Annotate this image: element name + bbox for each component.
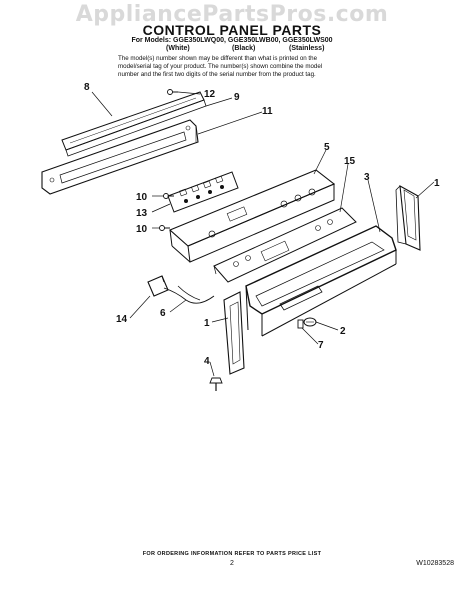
part-knob-clip: [297, 319, 304, 329]
variant-black: (Black): [232, 45, 256, 52]
leader-lines: [91, 91, 435, 377]
callout-10-upper: 10: [136, 192, 148, 203]
callout-3: 3: [364, 172, 370, 183]
callout-1-right: 1: [434, 178, 440, 189]
callout-10-lower: 10: [136, 224, 148, 235]
callout-8: 8: [84, 82, 90, 93]
notice-line: The model(s) number shown may be differe…: [118, 55, 318, 62]
models-line: For Models: GGE350LWQ00, GGE350LWB00, GG…: [131, 37, 333, 44]
notice-line: model/serial tag of your product. The nu…: [118, 63, 323, 70]
part-overlay: [213, 207, 357, 283]
page-title: CONTROL PANEL PARTS: [142, 22, 322, 38]
part-screw-lower: [159, 225, 170, 231]
part-wire-harness: [163, 285, 215, 304]
part-side-trim-left: [223, 291, 245, 375]
document-number: W10283528: [416, 560, 454, 567]
callout-5: 5: [324, 142, 330, 153]
callout-9: 9: [234, 92, 240, 103]
callout-12: 12: [204, 89, 216, 100]
variant-stainless: (Stainless): [289, 45, 325, 52]
ordering-note: FOR ORDERING INFORMATION REFER TO PARTS …: [142, 551, 322, 557]
callout-15: 15: [344, 156, 356, 167]
part-knob: [303, 317, 317, 327]
notice-line: number and the first two digits of the s…: [118, 71, 316, 78]
part-switch-block: [147, 275, 169, 297]
page-number: 2: [230, 560, 234, 567]
part-screw-bottom: [209, 377, 223, 391]
part-control-panel: [168, 169, 336, 263]
part-control-backer: [41, 119, 199, 195]
part-side-trim-right: [395, 185, 421, 251]
part-screw-upper: [167, 89, 178, 95]
callout-4: 4: [204, 356, 210, 367]
callout-7: 7: [318, 340, 324, 351]
callout-6: 6: [160, 308, 166, 319]
part-front-panel: [245, 225, 397, 337]
model-notice: The model(s) number shown may be differe…: [118, 55, 378, 79]
part-control-board: [167, 171, 239, 213]
callout-1-left: 1: [204, 318, 210, 329]
watermark-text: AppliancePartsPros.com: [75, 2, 389, 27]
callout-2: 2: [340, 326, 346, 337]
callout-11: 11: [262, 106, 273, 117]
variant-white: (White): [166, 45, 190, 52]
callout-13: 13: [136, 208, 148, 219]
callout-14: 14: [116, 314, 128, 325]
